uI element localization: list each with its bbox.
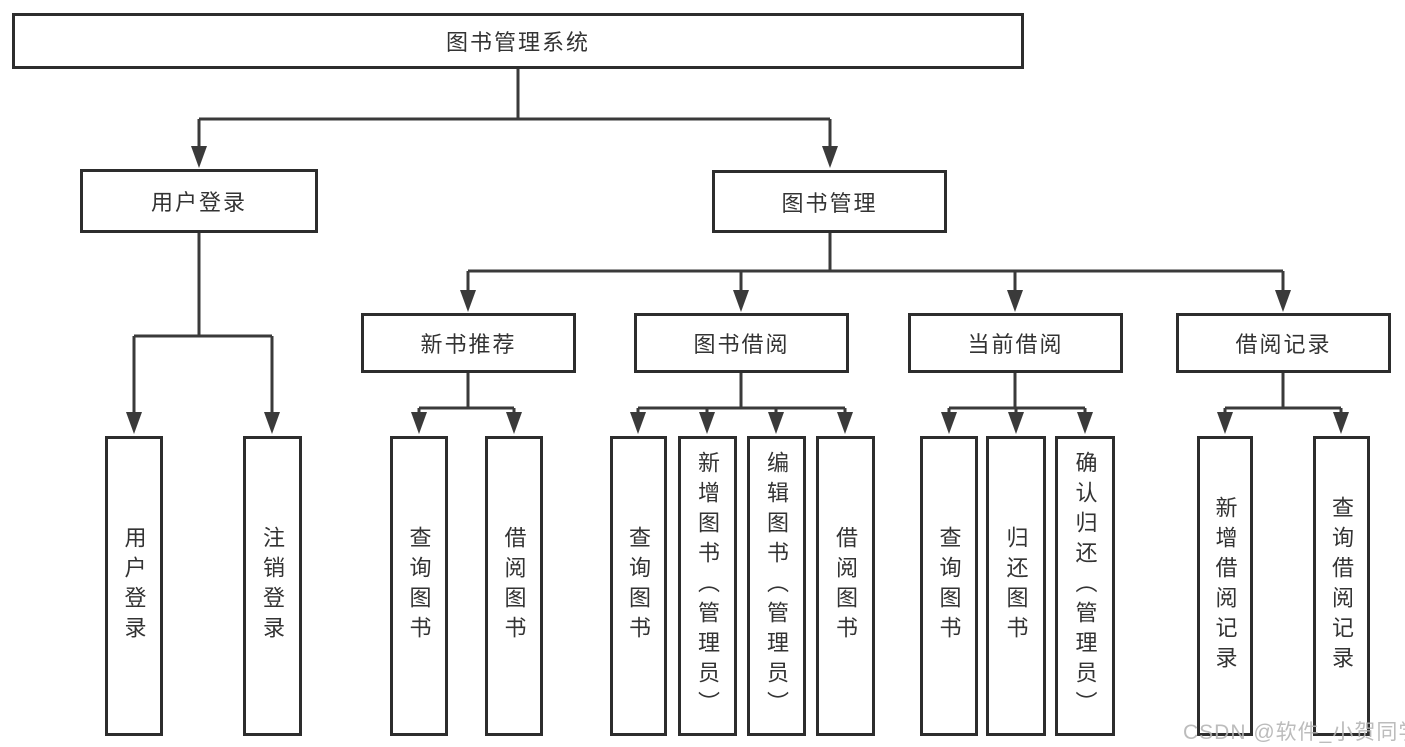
leaf-add-borrow-record: 新增借阅记录 xyxy=(1197,436,1253,736)
node-book-borrowing-label: 图书借阅 xyxy=(693,332,790,357)
leaf-query-books-current-label: 查询图书 xyxy=(936,526,962,646)
node-book-borrowing: 图书借阅 xyxy=(634,313,849,373)
leaf-add-books-admin-label: 新增图书（管理员） xyxy=(695,451,721,721)
leaf-borrow-books-recommend: 借阅图书 xyxy=(485,436,543,736)
node-current-borrowing-label: 当前借阅 xyxy=(967,332,1064,357)
leaf-borrow-books-recommend-label: 借阅图书 xyxy=(501,526,527,646)
csdn-watermark: CSDN @软件_小贺同学 xyxy=(1183,721,1405,744)
leaf-borrow-books-label: 借阅图书 xyxy=(833,526,859,646)
node-book-management: 图书管理 xyxy=(712,170,947,233)
node-borrowing-records: 借阅记录 xyxy=(1176,313,1391,373)
node-borrowing-records-label: 借阅记录 xyxy=(1235,332,1332,357)
node-new-book-recommendation-label: 新书推荐 xyxy=(420,332,517,357)
leaf-add-borrow-record-label: 新增借阅记录 xyxy=(1212,496,1238,676)
leaf-edit-books-admin-label: 编辑图书（管理员） xyxy=(764,451,790,721)
leaf-confirm-return-admin-label: 确认归还（管理员） xyxy=(1072,451,1098,721)
leaf-logout: 注销登录 xyxy=(243,436,302,736)
node-user-login-label: 用户登录 xyxy=(150,190,247,215)
leaf-query-borrow-record: 查询借阅记录 xyxy=(1313,436,1370,736)
leaf-query-books-recommend-label: 查询图书 xyxy=(406,526,432,646)
node-current-borrowing: 当前借阅 xyxy=(908,313,1123,373)
node-root-library-management-system: 图书管理系统 xyxy=(12,13,1024,69)
leaf-query-books-borrowing-label: 查询图书 xyxy=(626,526,652,646)
leaf-return-books-label: 归还图书 xyxy=(1003,526,1029,646)
leaf-return-books: 归还图书 xyxy=(986,436,1046,736)
leaf-logout-label: 注销登录 xyxy=(260,526,286,646)
node-book-management-label: 图书管理 xyxy=(781,190,878,216)
leaf-borrow-books: 借阅图书 xyxy=(816,436,875,736)
leaf-edit-books-admin: 编辑图书（管理员） xyxy=(747,436,806,736)
leaf-query-books-recommend: 查询图书 xyxy=(390,436,448,736)
leaf-confirm-return-admin: 确认归还（管理员） xyxy=(1055,436,1115,736)
node-user-login: 用户登录 xyxy=(80,169,318,233)
leaf-add-books-admin: 新增图书（管理员） xyxy=(678,436,737,736)
leaf-query-books-borrowing: 查询图书 xyxy=(610,436,667,736)
leaf-user-login: 用户登录 xyxy=(105,436,163,736)
node-new-book-recommendation: 新书推荐 xyxy=(361,313,576,373)
leaf-user-login-label: 用户登录 xyxy=(121,526,147,646)
leaf-query-books-current: 查询图书 xyxy=(920,436,978,736)
arrowheads xyxy=(126,146,1349,434)
leaf-query-borrow-record-label: 查询借阅记录 xyxy=(1329,496,1355,676)
node-root-label: 图书管理系统 xyxy=(445,30,590,55)
